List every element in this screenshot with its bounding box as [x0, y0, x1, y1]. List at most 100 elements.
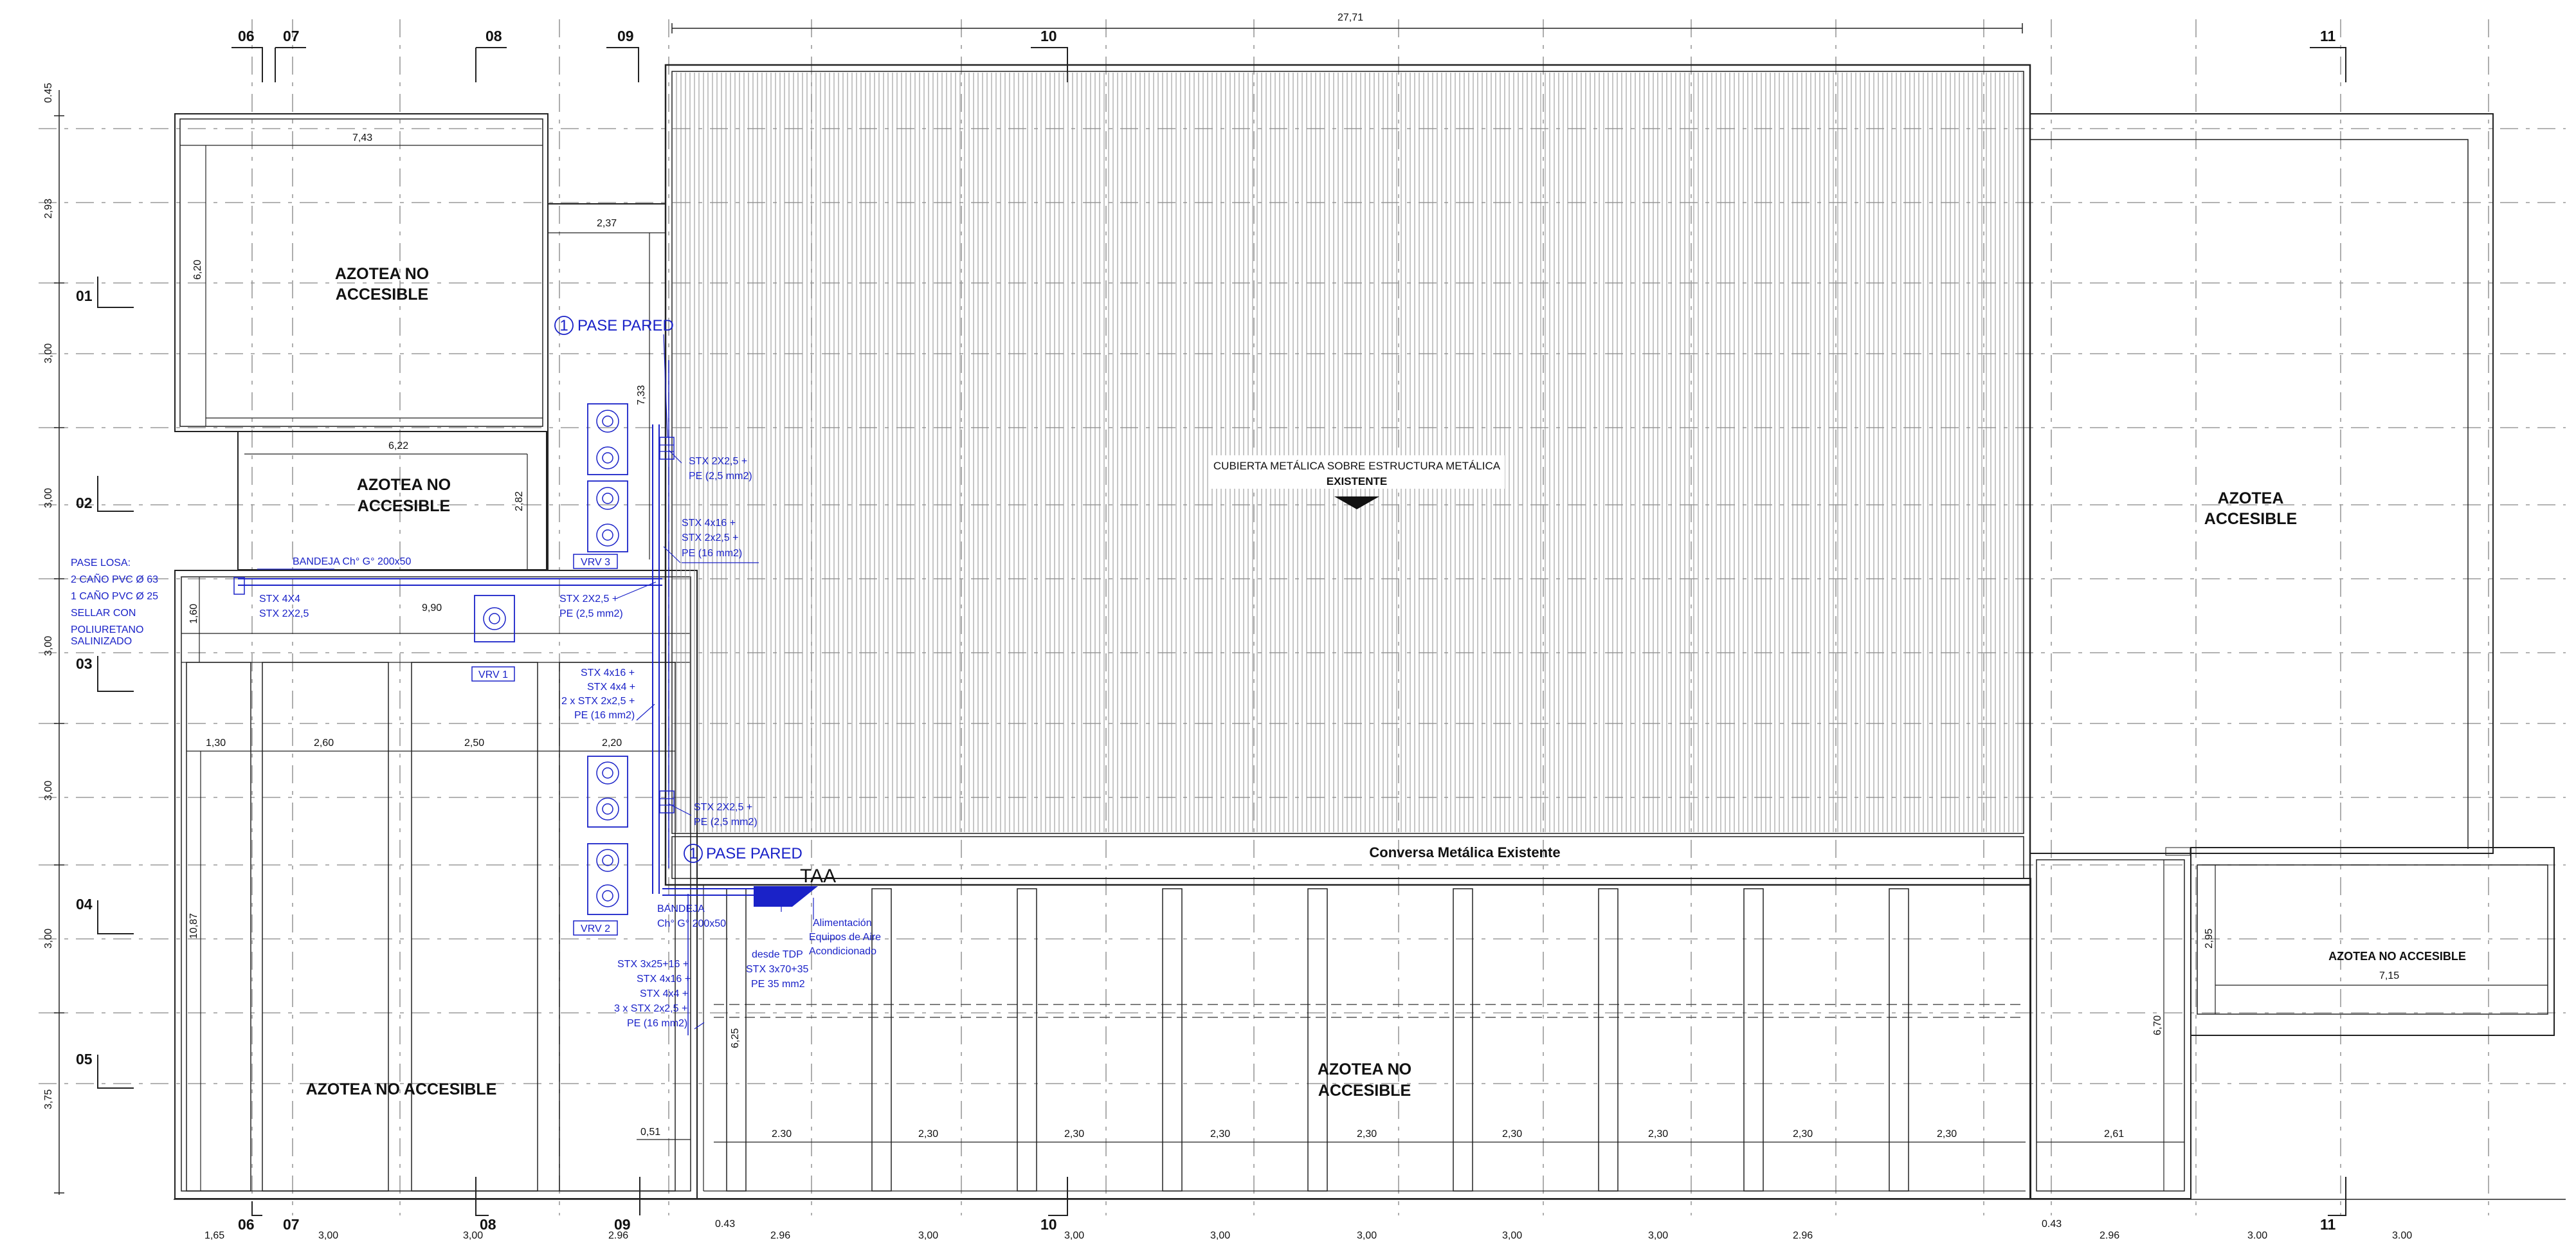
bandeja-top: BANDEJA Ch° G° 200x50 — [293, 556, 412, 567]
axis-markers-left: 01 02 03 04 05 — [76, 277, 134, 1089]
stx-e-2: 2 x STX 2x2,5 + — [561, 696, 635, 707]
area-middle-left-l1: AZOTEA NO — [357, 476, 451, 494]
stx-b-0: STX 2X2,5 + — [559, 594, 618, 604]
dim-bottom-5: 2.96 — [770, 1230, 790, 1241]
stx-f-1: PE (2,5 mm2) — [694, 817, 757, 828]
dim-ul-height: 6,20 — [192, 260, 203, 280]
axis-03: 03 — [76, 655, 93, 672]
axis-markers-top: 06 07 08 09 10 11 — [231, 28, 2346, 82]
area-upper-left-l1: AZOTEA NO — [335, 265, 429, 283]
pase-pared-bottom-num: 1 — [689, 845, 697, 862]
stx-g-0: STX 3x25+16 + — [617, 959, 689, 970]
dim-right-block-height: 2,95 — [2204, 929, 2215, 949]
dim-bottom-12: 2.96 — [1793, 1230, 1813, 1241]
slope-arrow-icon — [1334, 496, 1379, 509]
axis-10-bottom: 10 — [1040, 1216, 1057, 1233]
dim-ul-width: 7,43 — [352, 132, 372, 143]
dim-passage-width: 2,37 — [597, 218, 617, 229]
roof-label-l1: CUBIERTA METÁLICA SOBRE ESTRUCTURA METÁL… — [1213, 460, 1501, 472]
stx-d-note-1: STX 2X2,5 — [259, 608, 309, 619]
dim-lower-small-a: 0,51 — [640, 1127, 660, 1138]
dim-lower-bay-2: 2,30 — [1064, 1129, 1084, 1140]
bandeja-bottom-1: Ch° G° 200x50 — [657, 918, 726, 929]
stx-g-1: STX 4x16 + — [637, 974, 691, 985]
area-upper-left-l2: ACCESIBLE — [336, 286, 428, 304]
area-middle-left-l2: ACCESIBLE — [358, 497, 450, 515]
area-bottom-center-l2: ACCESIBLE — [1318, 1082, 1411, 1100]
dim-lower-bay-9: 2,61 — [2104, 1129, 2124, 1140]
taa-label: TAA — [800, 866, 836, 887]
dim-bottom-7: 3,00 — [1064, 1230, 1084, 1241]
upper-left-block: 7,43 6,20 AZOTEA NO ACCESIBLE — [174, 113, 549, 432]
axis-10-top: 10 — [1040, 28, 1057, 44]
tdp-2: PE 35 mm2 — [751, 979, 805, 990]
dim-bottom-16: 3.00 — [2392, 1230, 2412, 1241]
dim-total-width: 27,71 — [1338, 12, 1363, 23]
dim-ml-height: 2,82 — [514, 491, 525, 511]
stx-g-2: STX 4x4 + — [640, 988, 688, 999]
dim-bay-3: 2,20 — [602, 738, 622, 749]
dim-bottom-1: 3,00 — [318, 1230, 338, 1241]
dim-left-4: 3,00 — [43, 636, 54, 656]
metal-roof: Conversa Metálica Existente CUBIERTA MET… — [664, 64, 2031, 886]
vrv2-label: VRV 2 — [581, 923, 610, 934]
tdp-0: desde TDP — [752, 949, 803, 960]
axis-markers-bottom: 06 07 08 09 10 11 — [238, 1177, 2346, 1233]
dim-lower-bay-5: 2,30 — [1502, 1129, 1522, 1140]
dim-bottom-10: 3,00 — [1502, 1230, 1522, 1241]
dim-ml-width: 6,22 — [388, 441, 408, 451]
stx-b-1: PE (2,5 mm2) — [559, 608, 623, 619]
dim-bottom-9: 3,00 — [1357, 1230, 1377, 1241]
stx-e-3: PE (16 mm2) — [574, 710, 635, 721]
dim-bottom-14: 2.96 — [2100, 1230, 2119, 1241]
dim-bottom-3: 2.96 — [608, 1230, 628, 1241]
dim-bay-2: 2,50 — [464, 738, 484, 749]
dim-lower-bay-4: 2,30 — [1357, 1129, 1377, 1140]
stx-g-3: 3 x STX 2x2,5 + — [614, 1003, 687, 1014]
dim-lower-small-b: 6,25 — [730, 1028, 741, 1048]
lower-center-block: 6,25 2.30 2,30 2,30 2,30 2,30 2,30 2,30 … — [696, 878, 2031, 1199]
dim-bottom-11: 3,00 — [1648, 1230, 1668, 1241]
alimentacion-1: Equipos de Aire — [809, 932, 881, 943]
dim-right-block-width: 7,15 — [2379, 970, 2399, 981]
axis-02: 02 — [76, 495, 93, 511]
dim-right-column: 6,70 — [2152, 1015, 2163, 1035]
axis-06-top: 06 — [238, 28, 255, 44]
dim-left-3: 3,00 — [43, 488, 54, 508]
dim-bay-0: 1,30 — [206, 738, 226, 749]
stx-a-0: STX 2X2,5 + — [689, 456, 747, 467]
vrv1-label: VRV 1 — [478, 669, 508, 680]
pase-pared-top-num: 1 — [559, 317, 568, 334]
dim-left-0: 0.45 — [43, 83, 54, 103]
dim-passage-height: 7,33 — [636, 385, 647, 405]
dim-tray-height: 1,60 — [188, 604, 199, 624]
axis-11-bottom: 11 — [2320, 1216, 2336, 1233]
dim-bottom-13: 0.43 — [2042, 1219, 2062, 1230]
dim-bottom-15: 3.00 — [2247, 1230, 2267, 1241]
dim-lower-bay-8: 2,30 — [1937, 1129, 1957, 1140]
axis-04: 04 — [76, 896, 93, 913]
pase-losa-2: 1 CAÑO PVC Ø 25 — [71, 589, 158, 602]
stx-c-0: STX 4x16 + — [682, 518, 736, 529]
axis-06-bottom: 06 — [238, 1216, 255, 1233]
dim-left-1: 2,93 — [43, 199, 54, 219]
dim-tray-length: 9,90 — [422, 603, 442, 613]
axis-07-bottom: 07 — [283, 1216, 300, 1233]
tdp-1: STX 3x70+35 — [746, 964, 809, 975]
alimentacion-2: Acondicionado — [809, 946, 876, 957]
stx-c-1: STX 2x2,5 + — [682, 532, 739, 543]
stx-d-note-0: STX 4X4 — [259, 594, 300, 604]
conversa-label: Conversa Metálica Existente — [1369, 844, 1560, 860]
axis-11-top: 11 — [2320, 28, 2336, 44]
axis-08-top: 08 — [485, 28, 502, 44]
roof-hatch — [673, 73, 2022, 832]
dim-left-6: 3,00 — [43, 929, 54, 949]
passage: 2,37 7,33 — [547, 203, 666, 571]
stx-g-4: PE (16 mm2) — [627, 1018, 687, 1029]
dim-lower-bay-0: 2.30 — [772, 1129, 792, 1140]
axis-01: 01 — [76, 287, 93, 304]
roof-label-l2: EXISTENTE — [1327, 475, 1387, 487]
stx-a-1: PE (2,5 mm2) — [689, 471, 752, 482]
pase-losa-4: POLIURETANO — [71, 624, 144, 635]
area-right-small: AZOTEA NO ACCESIBLE — [2328, 950, 2466, 963]
